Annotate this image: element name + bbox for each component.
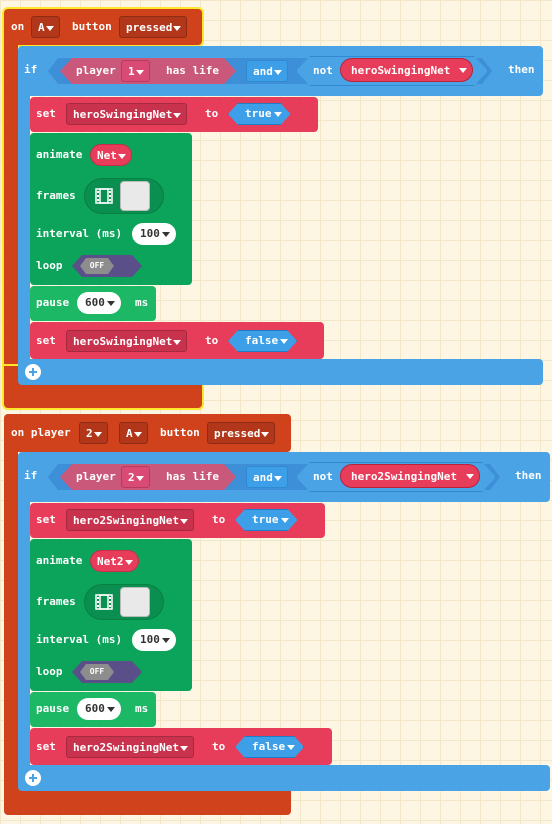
plus-circle-icon[interactable] bbox=[25, 770, 41, 786]
loop-label: loop bbox=[36, 665, 63, 678]
on-player-label: on player bbox=[11, 426, 71, 439]
animation-name-dropdown[interactable]: Net2 bbox=[90, 550, 139, 572]
set-label: set bbox=[36, 334, 56, 347]
false-value[interactable]: false bbox=[235, 736, 304, 758]
film-icon bbox=[95, 594, 113, 610]
button-dropdown[interactable]: A bbox=[119, 422, 148, 444]
to-label: to bbox=[212, 513, 226, 526]
frames-label: frames bbox=[36, 595, 76, 608]
set-variable-dropdown[interactable]: hero2SwingingNet bbox=[66, 736, 194, 758]
if-body-rail bbox=[18, 90, 30, 365]
ms-label: ms bbox=[135, 296, 149, 309]
pause-value[interactable]: 600 bbox=[77, 698, 121, 720]
and-condition[interactable]: player 1 has life and not heroSwingingNe… bbox=[48, 54, 492, 88]
and-condition[interactable]: player 2 has life and not hero2SwingingN… bbox=[48, 460, 500, 494]
film-icon bbox=[95, 188, 113, 204]
loop-toggle-knob: OFF bbox=[80, 664, 114, 680]
pause-label: pause bbox=[36, 296, 70, 309]
event-body-rail bbox=[4, 448, 18, 778]
interval-label: interval (ms) bbox=[36, 227, 123, 240]
ms-label: ms bbox=[135, 702, 149, 715]
animate-label: animate bbox=[36, 148, 83, 161]
condition-variable-dropdown[interactable]: hero2SwingingNet bbox=[340, 464, 480, 488]
and-dropdown[interactable]: and bbox=[246, 60, 288, 82]
plus-circle-icon[interactable] bbox=[25, 364, 41, 380]
button-label: button bbox=[72, 20, 112, 33]
frames-thumbnail[interactable] bbox=[120, 181, 150, 211]
has-life-label: has life bbox=[166, 470, 219, 483]
set-label: set bbox=[36, 107, 56, 120]
on-label: on bbox=[11, 20, 25, 33]
animation-name-dropdown[interactable]: Net bbox=[90, 144, 132, 166]
true-value[interactable]: true bbox=[228, 103, 291, 125]
player-number-dropdown[interactable]: 2 bbox=[121, 466, 150, 488]
frames-thumbnail[interactable] bbox=[120, 587, 150, 617]
button-dropdown[interactable]: A bbox=[31, 16, 60, 38]
frames-label: frames bbox=[36, 189, 76, 202]
pause-label: pause bbox=[36, 702, 70, 715]
player-number-dropdown[interactable]: 1 bbox=[121, 60, 150, 82]
then-label: then bbox=[515, 469, 542, 482]
player-label: player bbox=[76, 64, 116, 77]
set-label: set bbox=[36, 740, 56, 753]
set-label: set bbox=[36, 513, 56, 526]
loop-label: loop bbox=[36, 259, 63, 272]
pause-value[interactable]: 600 bbox=[77, 292, 121, 314]
button-label: button bbox=[160, 426, 200, 439]
and-dropdown[interactable]: and bbox=[246, 466, 288, 488]
then-label: then bbox=[508, 63, 535, 76]
if-label: if bbox=[24, 63, 38, 76]
interval-value[interactable]: 100 bbox=[132, 223, 176, 245]
if-footer bbox=[18, 765, 550, 791]
player-label: player bbox=[76, 470, 116, 483]
set-variable-dropdown[interactable]: hero2SwingingNet bbox=[66, 509, 194, 531]
set-variable-dropdown[interactable]: heroSwingingNet bbox=[66, 103, 188, 125]
interval-value[interactable]: 100 bbox=[132, 629, 176, 651]
player-dropdown[interactable]: 2 bbox=[79, 422, 108, 444]
false-value[interactable]: false bbox=[228, 330, 297, 352]
to-label: to bbox=[205, 107, 219, 120]
if-body-rail bbox=[18, 496, 30, 771]
not-label: not bbox=[313, 64, 333, 77]
true-value[interactable]: true bbox=[235, 509, 298, 531]
loop-toggle[interactable]: OFF bbox=[72, 661, 142, 683]
to-label: to bbox=[212, 740, 226, 753]
animate-label: animate bbox=[36, 554, 83, 567]
if-footer bbox=[18, 359, 543, 385]
if-label: if bbox=[24, 469, 38, 482]
not-label: not bbox=[313, 470, 333, 483]
set-variable-dropdown[interactable]: heroSwingingNet bbox=[66, 330, 188, 352]
action-dropdown[interactable]: pressed bbox=[207, 422, 276, 444]
condition-variable-dropdown[interactable]: heroSwingingNet bbox=[340, 58, 474, 82]
loop-toggle-knob: OFF bbox=[80, 258, 114, 274]
event-body-rail bbox=[4, 40, 18, 368]
loop-toggle[interactable]: OFF bbox=[72, 255, 142, 277]
action-dropdown[interactable]: pressed bbox=[119, 16, 188, 38]
to-label: to bbox=[205, 334, 219, 347]
has-life-label: has life bbox=[166, 64, 219, 77]
interval-label: interval (ms) bbox=[36, 633, 123, 646]
